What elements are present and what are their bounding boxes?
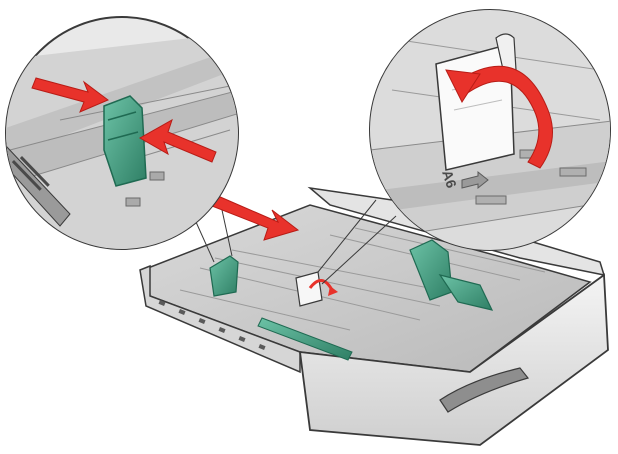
zoom-callout-left [5,16,239,250]
arrow-icon [31,77,109,113]
paper-size-marking: A6 [439,168,460,190]
width-guide-right [409,239,453,301]
length-guide-rail [257,317,353,361]
tray-handle [439,367,530,413]
arrow-marking-icon [461,170,489,190]
paper-tray [139,186,609,446]
callout-lines [195,199,397,285]
length-guide-tab [295,271,323,307]
zoom-callout-right: A6 [369,9,611,251]
curved-arrow-icon [445,65,553,169]
arrow-icon [211,195,300,241]
tray-left-rail [158,300,266,350]
tray-front-panel [298,273,609,446]
width-guide-right-tab [438,274,494,311]
arrow-icon [138,118,217,163]
width-guide-left [209,255,239,297]
